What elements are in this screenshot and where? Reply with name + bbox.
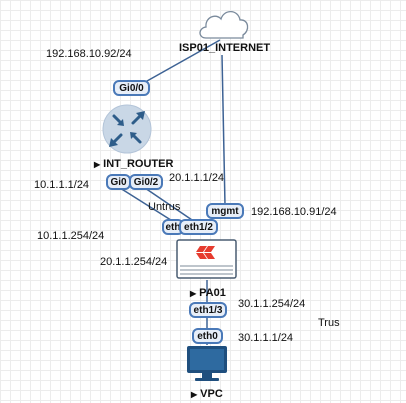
expand-triangle-icon: ▶ xyxy=(191,390,198,399)
port-router-gi0-1[interactable]: Gi0 xyxy=(106,174,131,190)
cloud-icon[interactable] xyxy=(199,10,249,39)
port-pa-mgmt[interactable]: mgmt xyxy=(206,203,244,219)
ip-pa-mgmt: 192.168.10.91/24 xyxy=(251,206,337,218)
router-label-text: INT_ROUTER xyxy=(103,158,174,170)
vpc-label-text: VPC xyxy=(200,388,223,400)
port-router-gi0-0[interactable]: Gi0/0 xyxy=(113,80,150,96)
router-label: ▶INT_ROUTER xyxy=(94,158,173,171)
isp-label: ISP01_INTERNET xyxy=(179,42,271,54)
ip-pa-eth1-3: 30.1.1.254/24 xyxy=(238,298,306,310)
port-router-gi0-2[interactable]: Gi0/2 xyxy=(129,174,163,190)
zone-trust-label: Trus xyxy=(318,317,340,329)
ip-router-gi0-1: 10.1.1.1/24 xyxy=(34,179,90,191)
firewall-icon[interactable] xyxy=(176,239,237,279)
ip-pa-eth1-1: 10.1.1.254/24 xyxy=(37,230,105,242)
expand-triangle-icon: ▶ xyxy=(190,289,197,298)
ip-vpc-eth0: 30.1.1.1/24 xyxy=(238,332,294,344)
link-router-pa-eth1-2 xyxy=(144,187,196,223)
monitor-icon[interactable] xyxy=(187,346,227,381)
firewall-label: ▶PA01 xyxy=(190,287,226,300)
expand-triangle-icon: ▶ xyxy=(94,160,101,169)
port-pa-eth1-2[interactable]: eth1/2 xyxy=(179,219,218,235)
port-vpc-eth0[interactable]: eth0 xyxy=(192,328,223,344)
router-icon[interactable] xyxy=(102,104,152,154)
port-pa-eth1-3[interactable]: eth1/3 xyxy=(189,302,227,318)
link-isp-pa-mgmt xyxy=(221,54,226,206)
ip-router-gi0-2: 20.1.1.1/24 xyxy=(169,172,225,184)
ip-pa-eth1-2: 20.1.1.254/24 xyxy=(100,256,168,268)
vpc-label: ▶VPC xyxy=(191,388,223,401)
firewall-label-text: PA01 xyxy=(199,287,226,299)
ip-router-gi0-0: 192.168.10.92/24 xyxy=(46,48,132,60)
zone-untrust-label: Untrus xyxy=(148,201,181,213)
link-router-pa-eth1-1 xyxy=(119,187,175,223)
